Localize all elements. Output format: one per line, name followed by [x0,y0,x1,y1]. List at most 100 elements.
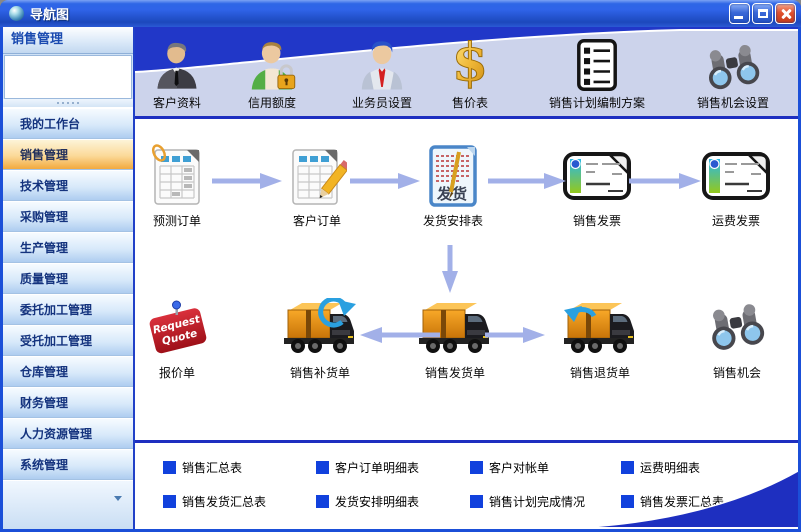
maximize-icon [757,9,768,18]
minimize-icon [734,16,743,19]
flow-node-label: 销售发票 [572,214,621,228]
flow-node-label: 客户订单 [292,214,341,228]
bullet-square-icon [621,461,634,474]
report-link-freight-detail[interactable]: 运费明细表 [621,459,700,476]
sidebar-item-warehouse[interactable]: 仓库管理 [3,356,133,387]
report-link-label: 销售发货汇总表 [182,495,267,509]
sidebar-item-technology[interactable]: 技术管理 [3,170,133,201]
sidebar-item-quality[interactable]: 质量管理 [3,263,133,294]
flow-node-quotation[interactable]: Request Quote 报价单 [135,295,242,381]
flow-node-sales-invoice[interactable]: 销售发票 [532,143,662,229]
report-link-label: 运费明细表 [640,461,701,475]
toolbar-item-salesman-setup[interactable]: 业务员设置 [312,34,452,111]
flow-node-label: 报价单 [158,366,195,380]
price-list-icon: $ [447,34,493,92]
flowchart: 预测订单 [135,119,798,440]
report-link-shipping-schedule-detail[interactable]: 发货安排明细表 [316,493,419,510]
sales-return-icon [535,295,665,361]
toolbar-item-sales-opportunity-setup[interactable]: 销售机会设置 [663,34,798,111]
arrow-right-icon [485,327,545,343]
reports-panel: 销售汇总表 客户订单明细表 客户对帐单 运费明细表 销售发货汇总表 [135,443,798,529]
flow-node-sales-return[interactable]: 销售退货单 [535,295,665,381]
sidebar-item-my-workbench[interactable]: 我的工作台 [3,108,133,139]
replenishment-icon [255,295,385,361]
sidebar-item-entrusted-processing[interactable]: 受托加工管理 [3,325,133,356]
sidebar-item-outsourced-processing[interactable]: 委托加工管理 [3,294,133,325]
reports-divider [135,440,798,443]
report-link-label: 销售计划完成情况 [489,495,586,509]
flow-node-label: 发货安排表 [422,214,483,228]
arrow-right-icon [488,173,566,189]
report-link-sales-plan-completion[interactable]: 销售计划完成情况 [470,493,585,510]
flow-node-shipping-schedule[interactable]: 发货 发货安排表 [388,143,518,229]
report-link-label: 销售发票汇总表 [640,495,725,509]
toolbar-item-label: 客户资料 [152,96,201,110]
grip-handle[interactable] [3,99,133,108]
toolbar-item-price-list[interactable]: $ 售价表 [400,34,540,111]
toolbar-divider [135,116,798,119]
arrow-left-icon [360,327,440,343]
flow-node-label: 预测订单 [152,214,201,228]
maximize-button[interactable] [752,3,773,24]
flow-node-sales-opportunity[interactable]: 销售机会 [672,295,798,381]
close-button[interactable] [775,3,796,24]
toolbar-item-label: 信用额度 [247,96,296,110]
sales-opportunity-icon [672,295,798,361]
flow-node-label: 销售发货单 [424,366,485,380]
report-link-sales-summary[interactable]: 销售汇总表 [163,459,242,476]
minimize-button[interactable] [729,3,750,24]
toolbar: 客户资料 [135,27,798,116]
toolbar-item-customer-profile[interactable]: 客户资料 [135,34,247,111]
credit-limit-icon [245,34,299,92]
toolbar-item-sales-plan[interactable]: 销售计划编制方案 [527,34,667,111]
report-link-customer-statement[interactable]: 客户对帐单 [470,459,549,476]
customer-profile-icon [151,34,203,92]
flow-node-freight-invoice[interactable]: 运费发票 [671,143,798,229]
toolbar-item-label: 售价表 [451,96,488,110]
arrow-down-icon [442,245,458,293]
report-link-customer-order-detail[interactable]: 客户订单明细表 [316,459,419,476]
flow-node-label: 销售机会 [712,366,761,380]
main-area: 客户资料 [135,27,798,529]
sales-invoice-icon [532,143,662,209]
flow-node-label: 销售退货单 [569,366,630,380]
sidebar-item-system[interactable]: 系统管理 [3,449,133,480]
flow-node-label: 运费发票 [711,214,760,228]
flow-node-customer-order[interactable]: 客户订单 [252,143,382,229]
flow-node-forecast-order[interactable]: 预测订单 [135,143,242,229]
sidebar: 销售管理 我的工作台 销售管理 技术管理 采购管理 生产管理 质量管理 委托加工… [3,27,135,529]
shipping-schedule-icon: 发货 [388,143,518,209]
arrow-right-icon [350,173,420,189]
sidebar-item-purchasing[interactable]: 采购管理 [3,201,133,232]
sidebar-item-hr[interactable]: 人力资源管理 [3,418,133,449]
bullet-square-icon [163,461,176,474]
window-title: 导航图 [30,8,70,23]
report-link-label: 客户对帐单 [489,461,550,475]
app-logo-icon [9,6,24,21]
bullet-square-icon [316,461,329,474]
sidebar-item-sales[interactable]: 销售管理 [3,139,133,170]
flow-node-label: 销售补货单 [289,366,350,380]
title-bar: 导航图 [0,0,801,27]
sidebar-item-finance[interactable]: 财务管理 [3,387,133,418]
salesman-setup-icon [355,34,409,92]
toolbar-item-credit-limit[interactable]: 信用额度 [202,34,342,111]
freight-invoice-icon [671,143,798,209]
sidebar-shortcut-panel[interactable] [4,55,132,99]
sidebar-item-production[interactable]: 生产管理 [3,232,133,263]
report-link-invoice-summary[interactable]: 销售发票汇总表 [621,493,724,510]
sidebar-footer [3,480,133,529]
toolbar-item-label: 销售计划编制方案 [548,96,645,110]
bullet-square-icon [316,495,329,508]
toolbar-item-label: 销售机会设置 [696,96,769,110]
svg-text:$: $ [452,36,488,92]
chevron-down-icon[interactable] [114,496,122,501]
sales-opportunity-setup-icon [702,34,764,92]
flow-node-replenishment[interactable]: 销售补货单 [255,295,385,381]
report-link-label: 发货安排明细表 [335,495,420,509]
arrow-right-icon [212,173,282,189]
close-icon [779,7,792,20]
report-link-delivery-summary[interactable]: 销售发货汇总表 [163,493,266,510]
bullet-square-icon [621,495,634,508]
